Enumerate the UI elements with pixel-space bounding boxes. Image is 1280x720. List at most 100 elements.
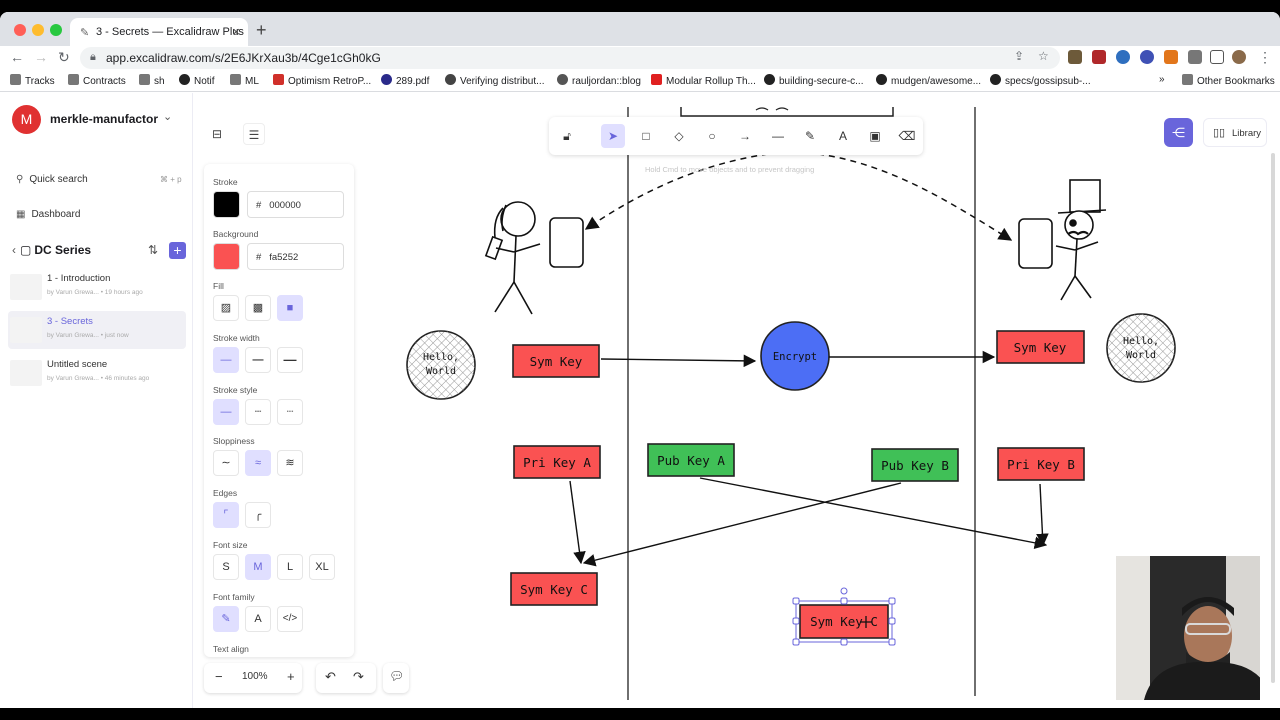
stroke-width-thin-option[interactable]: — xyxy=(213,347,239,373)
bookmark-item[interactable]: ML xyxy=(230,74,259,87)
library-sidebar-icon[interactable]: ⊟ xyxy=(211,127,223,141)
stroke-style-solid-option[interactable]: — xyxy=(213,399,239,425)
scene-item[interactable]: Untitled scene by Varun Grewa... • 46 mi… xyxy=(8,354,186,392)
font-size-large-option[interactable]: L xyxy=(277,554,303,580)
stroke-width-bold-option[interactable]: — xyxy=(245,347,271,373)
puzzle-icon[interactable] xyxy=(1188,50,1202,64)
sloppiness-artist-option[interactable]: ≈ xyxy=(245,450,271,476)
sloppiness-architect-option[interactable]: ∼ xyxy=(213,450,239,476)
edges-round-option[interactable]: ╭ xyxy=(245,502,271,528)
zoom-level[interactable]: 100% xyxy=(242,671,268,682)
maximize-window-button[interactable] xyxy=(50,24,62,36)
zoom-in-button[interactable]: + xyxy=(287,669,295,684)
rectangle-tool-icon[interactable]: □ xyxy=(642,129,650,143)
font-code-option[interactable]: </> xyxy=(277,606,303,632)
font-hand-drawn-option[interactable]: ✎ xyxy=(213,606,239,632)
stroke-label: Stroke xyxy=(213,177,238,187)
more-bookmarks-button[interactable]: » xyxy=(1159,74,1165,85)
reload-icon[interactable]: ↻ xyxy=(58,49,70,65)
bookmark-item[interactable]: specs/gossipsub-... xyxy=(990,74,1091,87)
share-button[interactable]: ⋲ xyxy=(1164,118,1193,147)
folder-icon xyxy=(10,74,21,85)
bookmark-item[interactable]: Notif xyxy=(179,74,215,87)
profile-avatar[interactable] xyxy=(1232,50,1246,64)
extension-icon[interactable] xyxy=(1140,50,1154,64)
forward-icon[interactable]: → xyxy=(34,49,48,65)
library-button[interactable]: ▯▯Library xyxy=(1203,118,1267,147)
arrow-sym-to-encrypt xyxy=(600,354,757,368)
back-icon[interactable]: ← xyxy=(10,49,24,65)
fill-cross-hatch-option[interactable]: ▩ xyxy=(245,295,271,321)
extension-icon[interactable] xyxy=(1068,50,1082,64)
text-tool-icon[interactable]: A xyxy=(838,129,847,143)
extension-icon[interactable] xyxy=(1092,50,1106,64)
redo-icon[interactable]: ↷ xyxy=(353,669,364,684)
bookmark-item[interactable]: sh xyxy=(139,74,165,87)
stroke-color-swatch[interactable] xyxy=(213,191,240,218)
stroke-style-dotted-option[interactable]: ┈ xyxy=(277,399,303,425)
font-size-small-option[interactable]: S xyxy=(213,554,239,580)
close-tab-icon[interactable]: × xyxy=(232,24,240,39)
stroke-hex-input[interactable]: # 000000 xyxy=(247,191,344,218)
font-size-xl-option[interactable]: XL xyxy=(309,554,335,580)
fill-hachure-option[interactable]: ▨ xyxy=(213,295,239,321)
scene-item-active[interactable]: 3 - Secrets by Varun Grewa... • just now xyxy=(8,311,186,349)
share-page-icon[interactable]: ⇪ xyxy=(1014,49,1025,63)
bookmark-star-icon[interactable]: ☆ xyxy=(1038,49,1049,63)
bookmark-item[interactable]: 289.pdf xyxy=(381,74,429,87)
canvas-scrollbar[interactable] xyxy=(1271,153,1275,683)
line-tool-icon[interactable]: — xyxy=(772,129,784,143)
drawing-canvas[interactable]: Hello, World Hello, World Sym Key Encryp… xyxy=(194,93,1280,708)
stroke-width-extra-bold-option[interactable]: — xyxy=(277,347,303,373)
zoom-out-button[interactable]: − xyxy=(215,669,223,684)
bookmark-item[interactable]: Contracts xyxy=(68,74,126,87)
menu-kebab-icon[interactable]: ⋮ xyxy=(1258,49,1272,65)
selection-tool-icon[interactable]: ➤ xyxy=(601,124,625,148)
undo-icon[interactable]: ↶ xyxy=(325,669,336,684)
pencil-tool-icon[interactable]: ✎ xyxy=(804,129,816,143)
bookmark-item[interactable]: mudgen/awesome... xyxy=(876,74,981,87)
close-window-button[interactable] xyxy=(14,24,26,36)
background-hex-input[interactable]: # fa5252 xyxy=(247,243,344,270)
font-size-medium-option[interactable]: M xyxy=(245,554,271,580)
collection-title[interactable]: ‹▢DC Series xyxy=(12,243,92,257)
image-tool-icon[interactable]: ▣ xyxy=(869,129,881,143)
dashed-arrow-left xyxy=(584,153,769,230)
bookmark-item[interactable]: Optimism RetroP... xyxy=(273,74,371,87)
ellipse-tool-icon[interactable]: ○ xyxy=(708,129,716,143)
chevron-left-icon[interactable]: ‹ xyxy=(12,243,16,257)
font-normal-option[interactable]: A xyxy=(245,606,271,632)
other-bookmarks[interactable]: Other Bookmarks xyxy=(1182,74,1275,87)
bookmark-item[interactable]: Tracks xyxy=(10,74,55,87)
bookmark-item[interactable]: rauljordan::blog xyxy=(557,74,641,87)
address-bar[interactable]: 🔒︎ app.excalidraw.com/s/2E6JKrXau3b/4Cge… xyxy=(80,47,1060,69)
fill-solid-option[interactable]: ■ xyxy=(277,295,303,321)
bookmark-item[interactable]: building-secure-c... xyxy=(764,74,863,87)
edges-sharp-option[interactable]: ⌜ xyxy=(213,502,239,528)
background-color-swatch[interactable] xyxy=(213,243,240,270)
quick-search-button[interactable]: ⚲Quick search xyxy=(16,174,88,185)
lock-icon[interactable]: 🔓︎ xyxy=(563,129,571,143)
chevron-down-icon[interactable]: ⌄ xyxy=(163,111,173,123)
comment-button[interactable]: 💬︎ xyxy=(383,663,409,693)
arrow-tool-icon[interactable]: → xyxy=(739,129,751,143)
sidepanel-icon[interactable] xyxy=(1210,50,1224,64)
extension-icon[interactable] xyxy=(1116,50,1130,64)
browser-tab[interactable]: ✎ 3 - Secrets — Excalidraw Plus × xyxy=(70,18,248,46)
stroke-style-dashed-option[interactable]: ┄ xyxy=(245,399,271,425)
metamask-icon[interactable] xyxy=(1164,50,1178,64)
team-name[interactable]: merkle-manufactor xyxy=(50,112,159,126)
scene-item[interactable]: 1 - Introduction by Varun Grewa... • 19 … xyxy=(8,268,186,306)
bookmark-item[interactable]: Verifying distribut... xyxy=(445,74,544,87)
sort-icon[interactable]: ⇅ xyxy=(148,243,159,257)
dashboard-link[interactable]: ▦Dashboard xyxy=(16,209,81,220)
add-scene-button[interactable]: + xyxy=(169,242,186,259)
hamburger-menu-icon[interactable]: ☰ xyxy=(243,123,265,145)
minimize-window-button[interactable] xyxy=(32,24,44,36)
new-tab-button[interactable]: + xyxy=(256,20,267,40)
team-avatar[interactable]: M xyxy=(12,105,41,134)
sloppiness-cartoonist-option[interactable]: ≋ xyxy=(277,450,303,476)
bookmark-item[interactable]: Modular Rollup Th... xyxy=(651,74,756,87)
eraser-tool-icon[interactable]: ⌫ xyxy=(898,129,916,143)
diamond-tool-icon[interactable]: ◇ xyxy=(674,129,684,143)
